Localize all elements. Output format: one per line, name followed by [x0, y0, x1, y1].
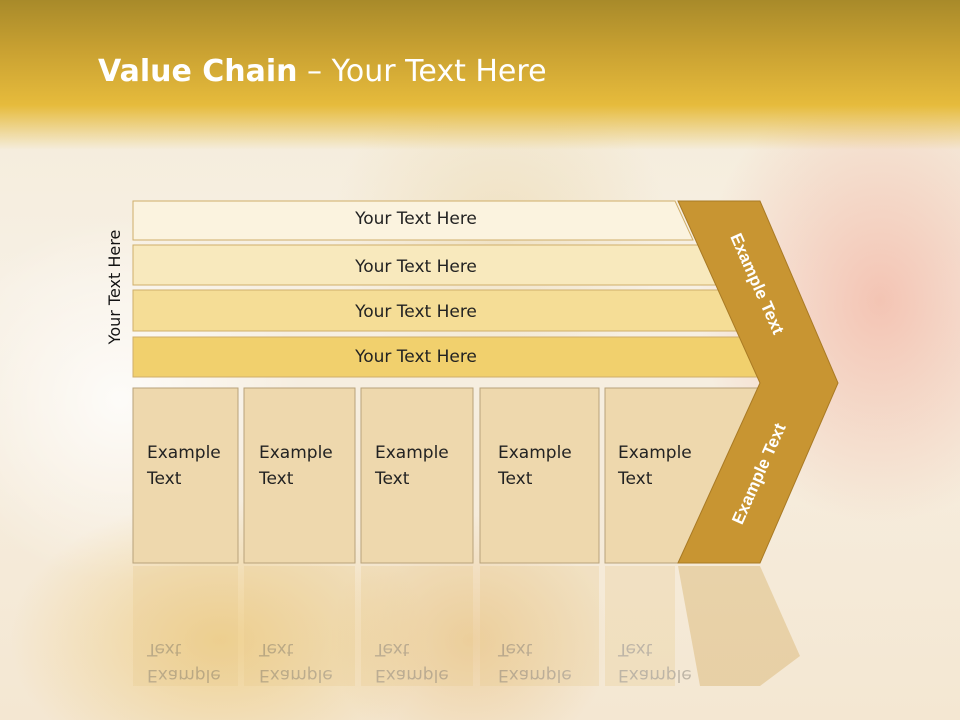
row-1-shape[interactable]	[132, 200, 694, 241]
box-2-shape[interactable]	[243, 387, 356, 564]
box-3-shape[interactable]	[360, 387, 474, 564]
row-2-label: Your Text Here	[355, 257, 477, 277]
diagram-reflection: Example Text Example Text Example Text E…	[0, 566, 960, 720]
reflection-box-3: Example Text	[375, 639, 449, 685]
box-3-label: Example Text	[375, 443, 449, 489]
slide-title[interactable]: Value Chain – Your Text Here	[98, 54, 547, 89]
reflection-box-1: Example Text	[147, 639, 221, 685]
reflection-shapes	[133, 566, 800, 686]
reflection-box-2: Example Text	[259, 639, 333, 685]
row-4-label: Your Text Here	[355, 347, 477, 367]
row-1-label: Your Text Here	[355, 209, 477, 229]
box-2-label: Example Text	[259, 443, 333, 489]
title-bold: Value Chain	[98, 54, 298, 89]
box-1-shape[interactable]	[132, 387, 239, 564]
reflection-box-4: Example Text	[498, 639, 572, 685]
box-1-label: Example Text	[147, 443, 221, 489]
box-5-label: Example Text	[618, 443, 692, 489]
box-4-label: Example Text	[498, 443, 572, 489]
title-rest: – Your Text Here	[297, 54, 547, 89]
reflection-box-5: Example Text	[618, 639, 692, 685]
chevron-arrow[interactable]	[677, 200, 839, 564]
box-4-shape[interactable]	[479, 387, 600, 564]
header-band	[0, 0, 960, 150]
row-3-label: Your Text Here	[355, 302, 477, 322]
